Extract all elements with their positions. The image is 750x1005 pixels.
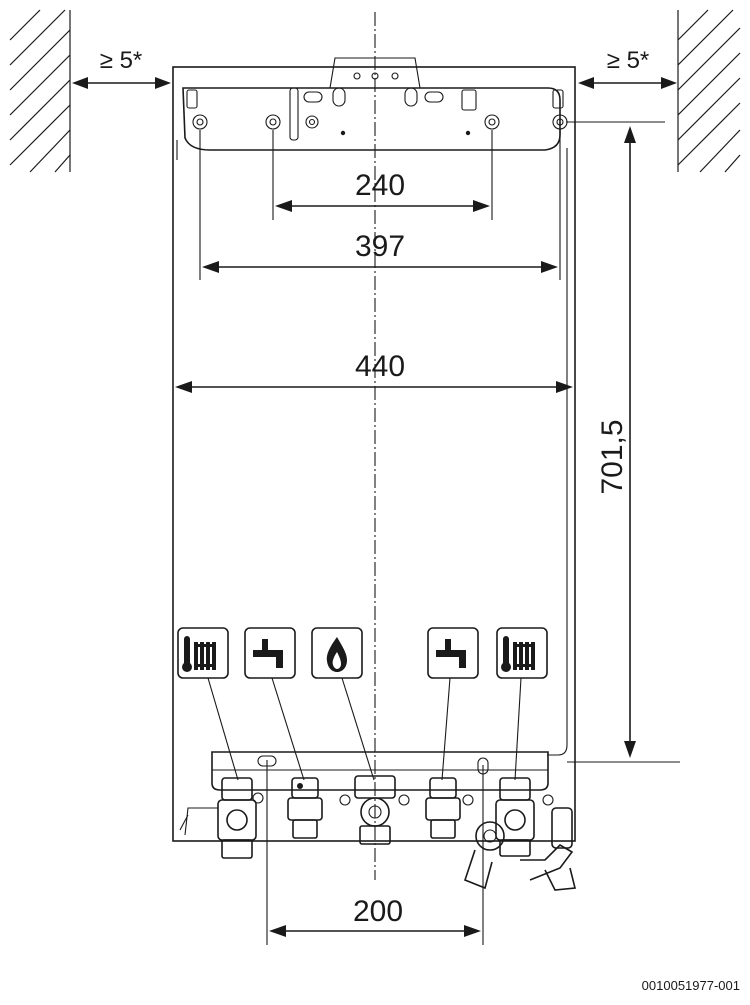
dimension-200: 200 <box>266 760 484 945</box>
dimension-440-label: 440 <box>355 350 405 383</box>
hole-inner-right <box>484 114 500 130</box>
left-wall-hatch <box>9 9 71 173</box>
tap-hot-icon <box>244 627 296 679</box>
thermometer-radiator-icon-return <box>496 627 548 679</box>
clearance-left: ≥ 5* <box>72 47 171 89</box>
dimension-440: 440 <box>175 350 573 393</box>
flame-icon <box>311 627 363 679</box>
dimension-701-5: 701,5 <box>566 121 680 763</box>
clearance-right: ≥ 5* <box>578 47 677 89</box>
dimension-397: 397 <box>199 130 561 280</box>
dimension-397-label: 397 <box>355 230 405 263</box>
connection-manifold <box>179 751 577 891</box>
clearance-left-label: ≥ 5* <box>100 47 143 74</box>
right-wall-hatch <box>677 9 741 173</box>
dimension-240-label: 240 <box>355 169 405 202</box>
clearance-right-label: ≥ 5* <box>607 47 650 74</box>
hole-outer-left <box>192 114 208 130</box>
mounting-rail <box>182 57 564 151</box>
hole-inner-left <box>265 114 281 130</box>
tap-cold-icon <box>427 627 479 679</box>
thermometer-radiator-icon <box>177 627 229 679</box>
dimension-200-label: 200 <box>353 895 403 928</box>
dimension-701-5-label: 701,5 <box>596 419 629 494</box>
mounting-holes <box>192 114 568 130</box>
reference-code: 0010051977-001 <box>642 978 740 993</box>
leader-lines <box>207 677 522 781</box>
connection-icons <box>177 627 548 679</box>
appliance-outline <box>172 66 576 842</box>
dimension-240: 240 <box>272 130 493 220</box>
